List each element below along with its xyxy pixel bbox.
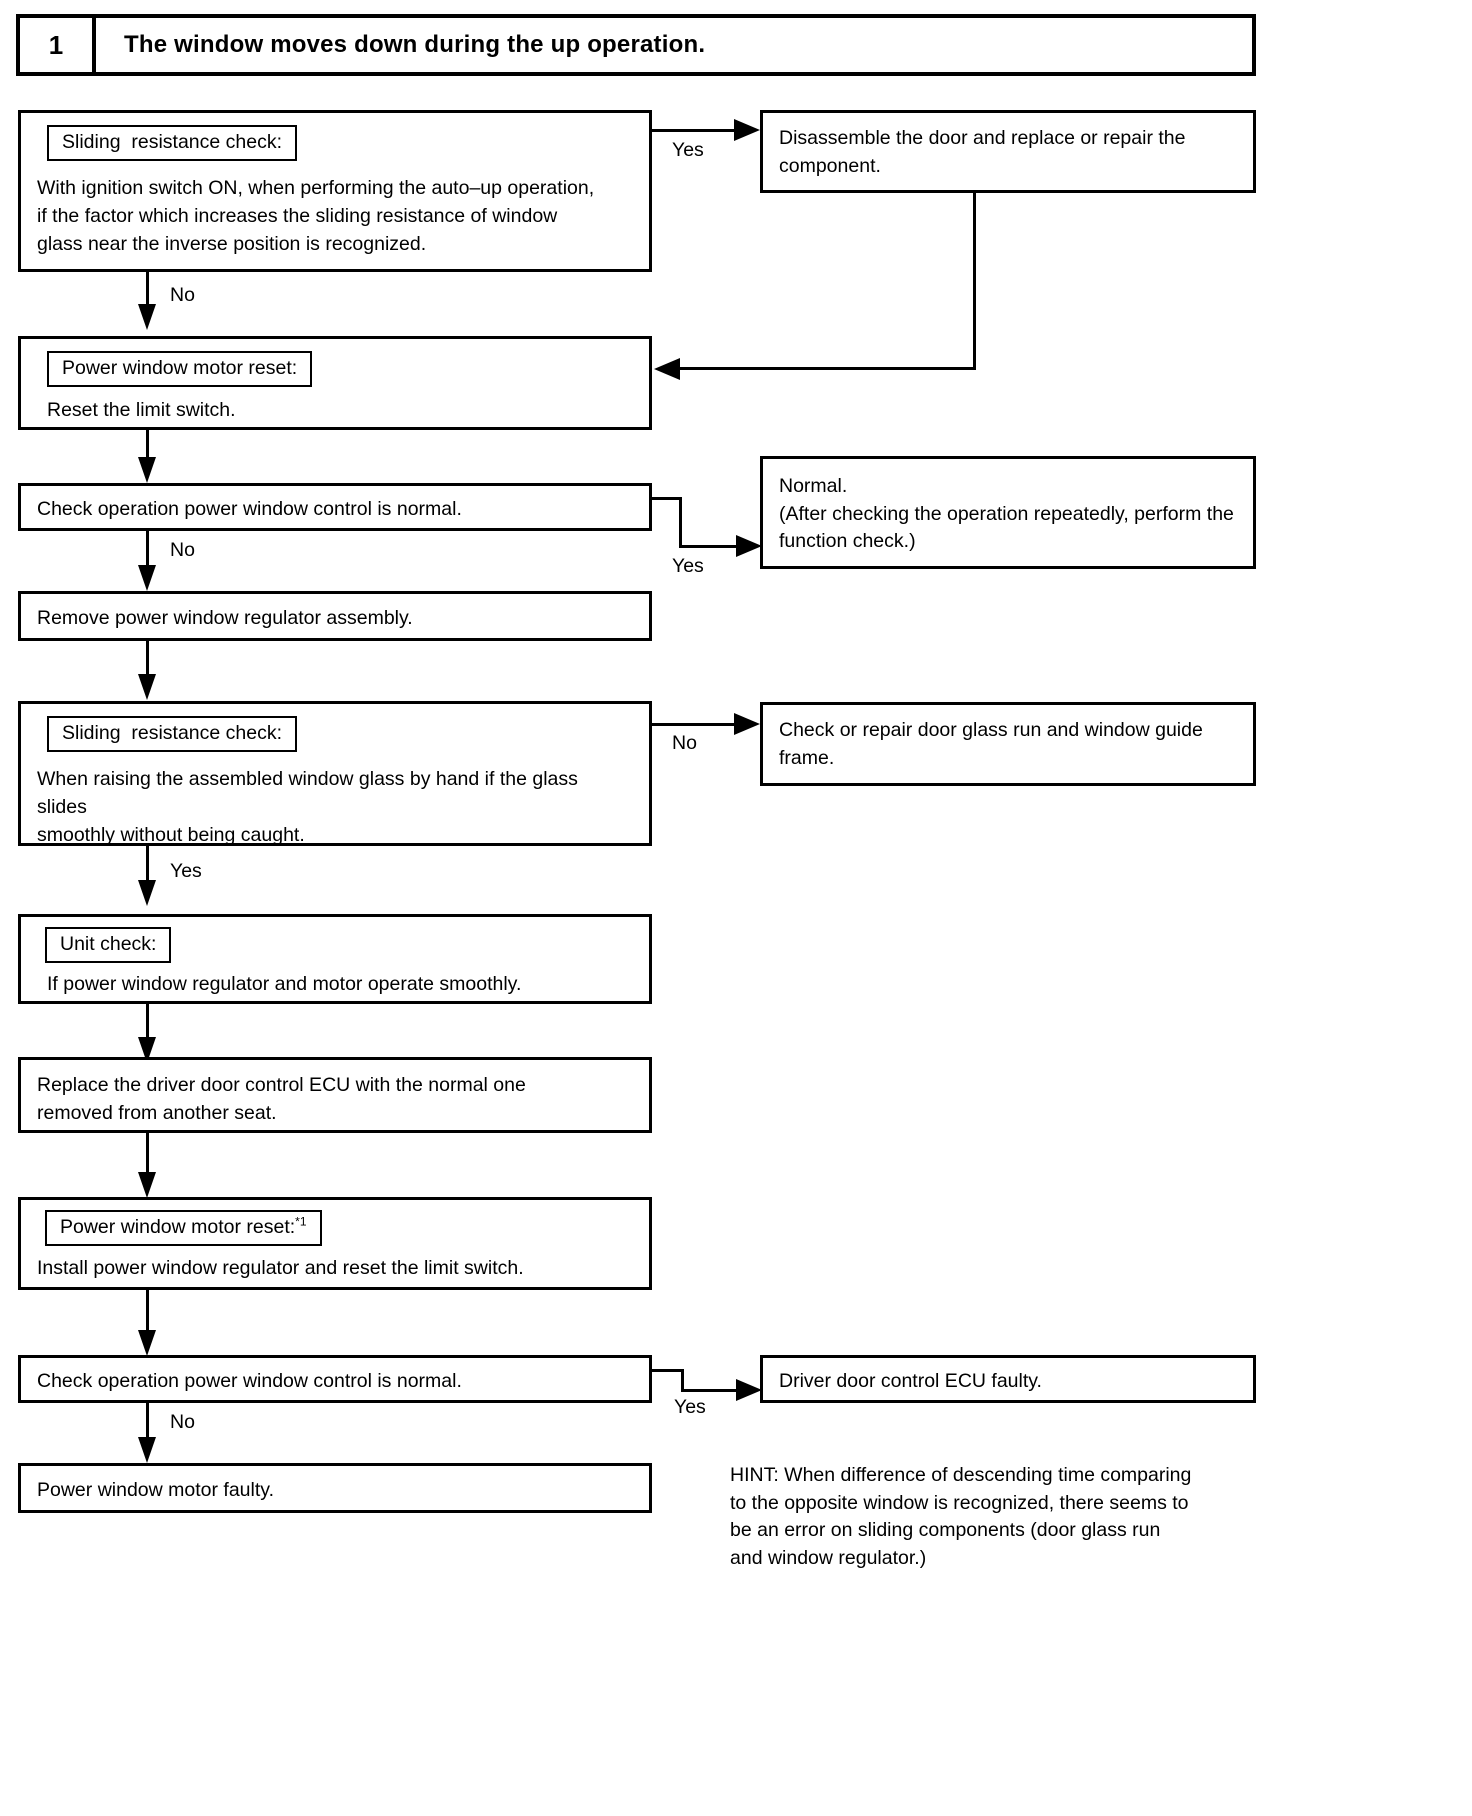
arrowhead-to-motor-reset-2: [138, 1172, 156, 1198]
node-body: When raising the assembled window glass …: [37, 768, 578, 846]
edge-label-no-3: No: [672, 732, 697, 754]
node-check-operation-1: Check operation power window control is …: [18, 483, 652, 531]
edge-label-yes-3: Yes: [170, 860, 202, 882]
arrowhead-yes-1: [734, 119, 760, 141]
node-power-window-motor-reset-1: Power window motor reset: Reset the limi…: [18, 336, 652, 430]
node-body: Normal. (After checking the operation re…: [779, 475, 1234, 553]
footnote-marker: *1: [295, 1214, 307, 1229]
node-check-door-glass-run: Check or repair door glass run and windo…: [760, 702, 1256, 786]
arrowhead-yes-3: [138, 880, 156, 906]
edge-label-yes-4: Yes: [674, 1396, 706, 1418]
edge-line-yes-2-horizontal: [679, 545, 744, 548]
edge-line-to-check-1: [146, 430, 149, 464]
node-unit-check: Unit check: If power window regulator an…: [18, 914, 652, 1004]
header-bar: 1 The window moves down during the up op…: [16, 14, 1256, 76]
edge-line-to-sliding-2: [146, 641, 149, 683]
node-caption: Unit check:: [45, 927, 172, 964]
node-check-operation-2: Check operation power window control is …: [18, 1355, 652, 1403]
node-caption: Power window motor reset:: [47, 351, 313, 388]
node-caption: Sliding resistance check:: [47, 716, 298, 753]
arrowhead-yes-2: [736, 535, 762, 557]
edge-line-no-2: [146, 531, 149, 573]
edge-line-return-vertical: [973, 193, 976, 370]
arrowhead-to-check-2: [138, 1330, 156, 1356]
node-sliding-resistance-check-2: Sliding resistance check: When raising t…: [18, 701, 652, 846]
node-motor-faulty: Power window motor faulty.: [18, 1463, 652, 1513]
edge-label-yes-2: Yes: [672, 555, 704, 577]
node-caption: Sliding resistance check:: [47, 125, 298, 162]
edge-line-yes-4-stub: [652, 1369, 684, 1372]
arrowhead-to-sliding-2: [138, 674, 156, 700]
node-body: Install power window regulator and reset…: [37, 1257, 524, 1280]
edge-line-yes-4-vertical: [681, 1369, 684, 1391]
node-body: Reset the limit switch.: [47, 399, 236, 422]
arrowhead-return: [654, 358, 680, 380]
node-body: Check operation power window control is …: [37, 1370, 462, 1392]
node-normal-result: Normal. (After checking the operation re…: [760, 456, 1256, 569]
edge-line-yes-1: [652, 129, 742, 132]
edge-label-no-4: No: [170, 1411, 195, 1433]
arrowhead-to-replace-ecu: [138, 1037, 156, 1063]
node-ecu-faulty: Driver door control ECU faulty.: [760, 1355, 1256, 1403]
node-body: Power window motor faulty.: [37, 1479, 274, 1501]
node-body: With ignition switch ON, when performing…: [37, 177, 595, 255]
node-disassemble-door: Disassemble the door and replace or repa…: [760, 110, 1256, 193]
node-body: Driver door control ECU faulty.: [779, 1370, 1042, 1392]
edge-line-to-motor-reset-2: [146, 1133, 149, 1181]
edge-line-yes-2-vertical: [679, 497, 682, 547]
node-caption: Power window motor reset:*1: [45, 1210, 322, 1247]
edge-line-yes-4-horizontal: [681, 1389, 744, 1392]
node-body: Remove power window regulator assembly.: [37, 607, 413, 629]
node-body: Disassemble the door and replace or repa…: [779, 127, 1186, 177]
edge-line-to-check-2: [146, 1290, 149, 1338]
edge-line-return-horizontal: [678, 367, 976, 370]
node-body: Check operation power window control is …: [37, 498, 462, 520]
edge-line-no-4: [146, 1403, 149, 1445]
node-remove-regulator: Remove power window regulator assembly.: [18, 591, 652, 641]
header-number: 1: [20, 18, 96, 72]
edge-line-yes-2-stub: [652, 497, 682, 500]
edge-line-to-replace-ecu: [146, 1004, 149, 1046]
arrowhead-to-check-1: [138, 457, 156, 483]
arrowhead-no-1: [138, 304, 156, 330]
edge-line-no-3: [652, 723, 742, 726]
node-body: If power window regulator and motor oper…: [47, 973, 522, 996]
edge-label-no-2: No: [170, 539, 195, 561]
edge-line-no-1: [146, 272, 149, 312]
node-body: Check or repair door glass run and windo…: [779, 719, 1203, 769]
node-power-window-motor-reset-2: Power window motor reset:*1 Install powe…: [18, 1197, 652, 1290]
hint-text: HINT: When difference of descending time…: [730, 1464, 1192, 1570]
node-caption-text: Power window motor reset:: [60, 1216, 296, 1238]
arrowhead-no-4: [138, 1437, 156, 1463]
arrowhead-no-3: [734, 713, 760, 735]
node-sliding-resistance-check-1: Sliding resistance check: With ignition …: [18, 110, 652, 272]
arrowhead-no-2: [138, 565, 156, 591]
edge-line-yes-3: [146, 846, 149, 888]
node-body: Replace the driver door control ECU with…: [37, 1074, 526, 1124]
edge-label-no-1: No: [170, 284, 195, 306]
edge-label-yes-1: Yes: [672, 139, 704, 161]
arrowhead-yes-4: [736, 1379, 762, 1401]
page-title: The window moves down during the up oper…: [124, 31, 706, 58]
node-replace-ecu: Replace the driver door control ECU with…: [18, 1057, 652, 1133]
